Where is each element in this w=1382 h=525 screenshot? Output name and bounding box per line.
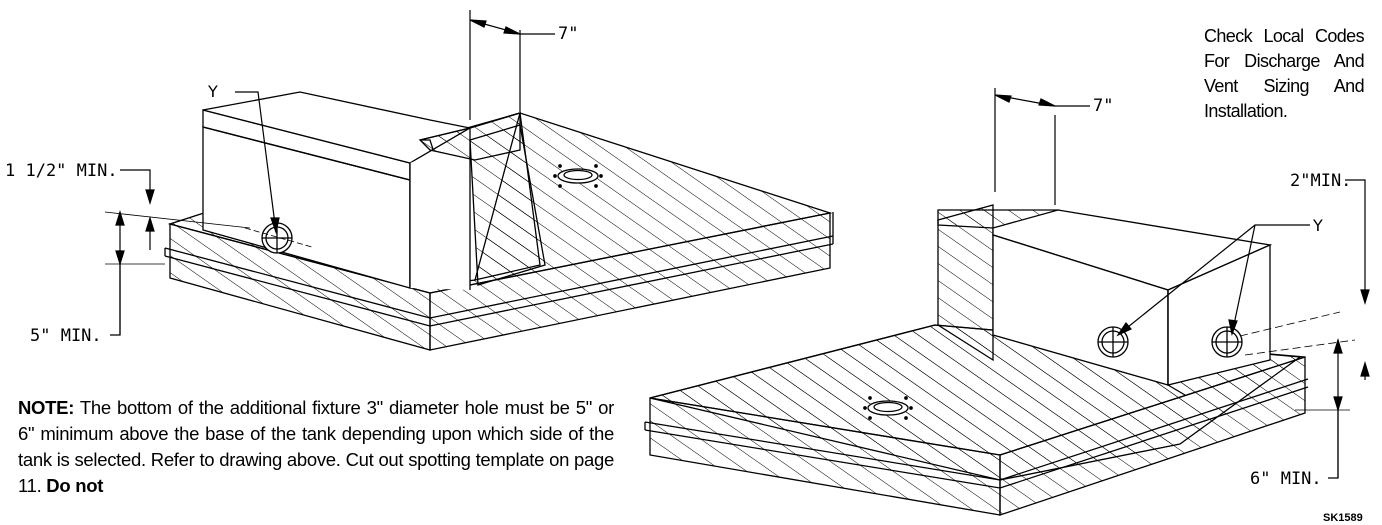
note-lead: NOTE: [18, 397, 75, 418]
right-dimensions [994, 88, 1370, 479]
right-dim-base: 6" MIN. [1250, 469, 1322, 489]
left-dim-min-height: 1 1/2" MIN. [5, 161, 118, 181]
right-dimension-labels: 7" Y 2"MIN. 6" MIN. [1093, 96, 1351, 489]
installation-note: NOTE: The bottom of the additional fixtu… [18, 395, 614, 499]
right-tank-view [644, 204, 1356, 516]
right-flange-line [644, 378, 1309, 481]
left-base-side-face [429, 212, 831, 351]
drawing-id: SK1589 [1323, 512, 1363, 524]
right-dim-min-height: 2"MIN. [1290, 171, 1351, 191]
left-dimension-labels: 7" Y 1 1/2" MIN. 5" MIN. [5, 24, 578, 346]
left-label-y: Y [207, 82, 218, 101]
right-label-y: Y [1312, 216, 1323, 235]
note-tail: Do not [46, 475, 104, 496]
left-dim-7in: 7" [558, 24, 578, 44]
right-dim-7in: 7" [1093, 96, 1113, 116]
left-dim-base: 5" MIN. [30, 326, 102, 346]
codes-note: Check Local Codes For Discharge And Vent… [1204, 26, 1365, 121]
right-base-side-face [999, 356, 1306, 516]
left-tank-view [164, 91, 834, 351]
left-flange-line [164, 235, 834, 319]
note-body: The bottom of the additional fixture 3" … [18, 397, 614, 496]
left-dimensions [104, 10, 555, 336]
